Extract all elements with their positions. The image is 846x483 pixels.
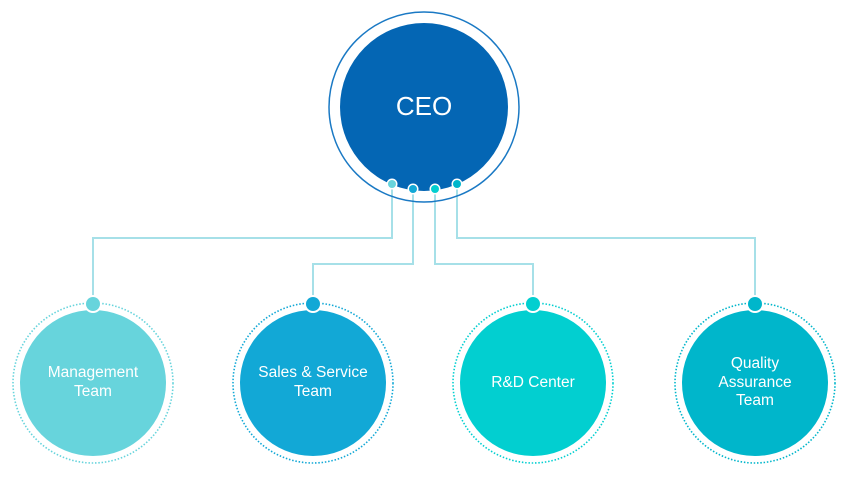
team-label-line: Team [736, 392, 774, 410]
ceo-circle [340, 23, 508, 191]
team-label-line: R&D Center [491, 373, 575, 391]
team-circle [20, 310, 166, 456]
connectors [92, 184, 756, 303]
ceo-node [328, 11, 520, 203]
team-node-dot [748, 297, 762, 311]
ceo-label: CEO [395, 91, 453, 122]
ceo-outer-ring [328, 11, 520, 203]
team-nodes [12, 295, 836, 464]
port-dot [388, 180, 396, 188]
connector-line [456, 184, 756, 303]
connector-line [434, 189, 534, 303]
team-circle [460, 310, 606, 456]
team-label-line: Sales & Service [258, 364, 368, 382]
team-circle [682, 310, 828, 456]
port-dot [409, 185, 417, 193]
team-node-dot [306, 297, 320, 311]
port-dot [453, 180, 461, 188]
port-dot [431, 185, 439, 193]
team-node-dot [86, 297, 100, 311]
team-node-dot [526, 297, 540, 311]
team-label: R&D Center [463, 343, 603, 423]
team-label-line: Team [74, 383, 112, 400]
team-label-line: Management [47, 364, 139, 382]
connector-line [92, 184, 393, 303]
team-label-line: Quality [730, 355, 780, 373]
team-circle [240, 310, 386, 456]
team-label-line: Team [294, 383, 332, 400]
team-label-line: Assurance [718, 373, 792, 391]
connector-line [312, 189, 414, 303]
